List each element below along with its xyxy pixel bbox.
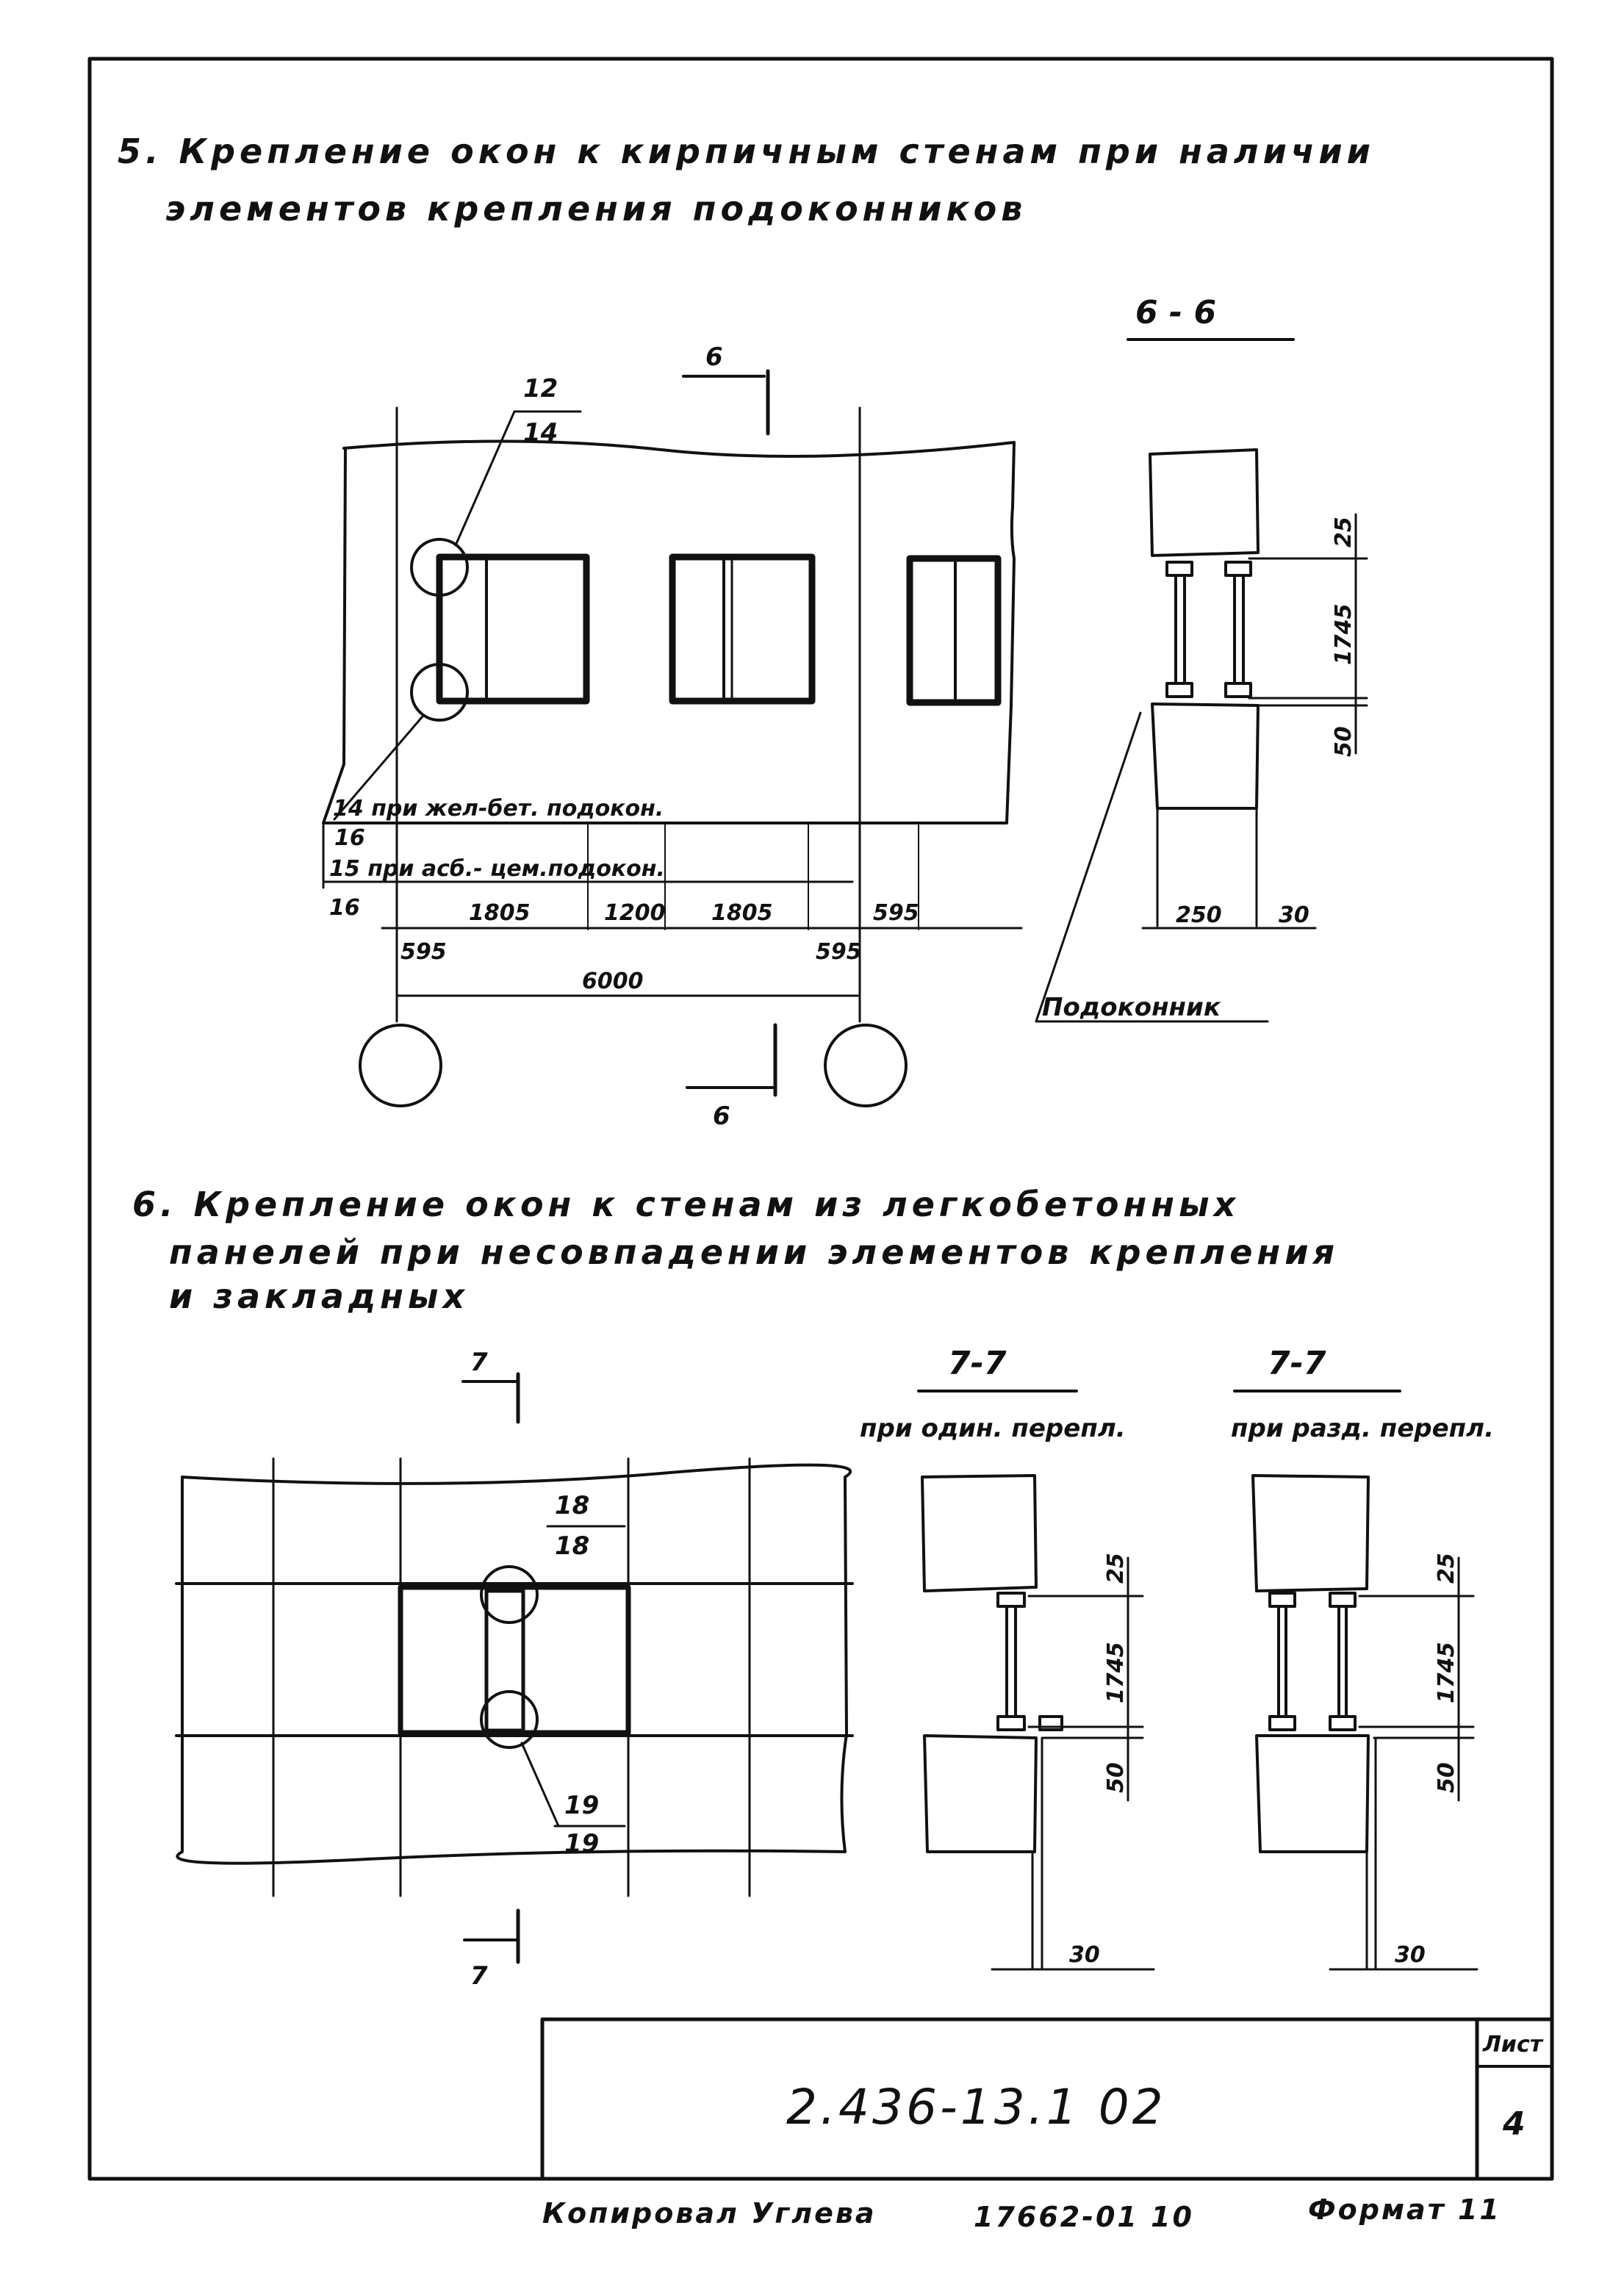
svg-text:7: 7 bbox=[470, 1348, 488, 1377]
callout-12: 12 bbox=[523, 374, 558, 403]
order-number: 17662-01 10 bbox=[974, 2201, 1194, 2233]
dimension-chain: 1805 1200 1805 595 595 595 6000 bbox=[381, 900, 1023, 997]
section6-title-line1: 6. Крепление окон к стенам из легкобетон… bbox=[132, 1185, 1240, 1224]
sec77a-dim-25: 25 bbox=[1103, 1553, 1129, 1584]
callout-19-bottom: 19 bbox=[564, 1829, 599, 1858]
section5-title-line1: 5. Крепление окон к кирпичным стенам при… bbox=[118, 132, 1375, 171]
sec66-dim-50: 50 bbox=[1331, 726, 1357, 757]
copied-by: Копировал Углева bbox=[542, 2197, 877, 2229]
title-block: 2.436-13.1 02 Лист 4 bbox=[540, 2017, 1554, 2181]
panel-wall-elevation: 18 18 19 19 bbox=[175, 1457, 854, 1897]
section-7-7-double: 7-7 при разд. перепл. 25 1745 50 30 bbox=[1231, 1345, 1494, 1971]
sheet-label: Лист bbox=[1482, 2032, 1544, 2058]
section-7-7-single: 7-7 при один. перепл. 25 1745 50 30 bbox=[860, 1345, 1155, 1971]
detail-circle-upper bbox=[410, 538, 469, 597]
axis-bubble-right bbox=[824, 1024, 908, 1107]
sec77b-dim-30: 30 bbox=[1395, 1942, 1426, 1968]
window-3 bbox=[906, 555, 1002, 706]
window-1 bbox=[436, 553, 590, 705]
section5-title-line2: элементов крепления подоконников bbox=[165, 189, 1027, 229]
sec77b-dim-50: 50 bbox=[1434, 1762, 1459, 1793]
dim-595-mid: 595 bbox=[816, 939, 862, 965]
sec66-dim-25: 25 bbox=[1331, 517, 1357, 547]
sec77a-dim-1745: 1745 bbox=[1103, 1642, 1129, 1704]
sec77a-subtitle: при один. перепл. bbox=[860, 1414, 1126, 1443]
cut-mark-6-bottom: 6 bbox=[686, 1023, 777, 1131]
section-5: 5. Крепление окон к кирпичным стенам при… bbox=[118, 132, 1375, 1131]
sec77a-dim-50: 50 bbox=[1103, 1762, 1129, 1793]
callout-18-top: 18 bbox=[555, 1491, 589, 1520]
callout-19-top: 19 bbox=[564, 1791, 599, 1820]
sec77a-title: 7-7 bbox=[948, 1345, 1007, 1382]
sec77b-dim-25: 25 bbox=[1434, 1553, 1459, 1584]
dim-595-right: 595 bbox=[873, 900, 919, 926]
dim-595-left: 595 bbox=[400, 939, 447, 965]
section6-title-line2: панелей при несовпадении элементов крепл… bbox=[169, 1232, 1339, 1272]
cut-mark-6-top: 6 bbox=[682, 342, 770, 436]
svg-text:6: 6 bbox=[713, 1102, 730, 1131]
note-mark-16a: 16 bbox=[334, 825, 365, 851]
sec66-dim-1745: 1745 bbox=[1331, 604, 1357, 666]
document-code: 2.436-13.1 02 bbox=[786, 2079, 1166, 2135]
callout-14: 14 bbox=[523, 418, 558, 448]
footer: Копировал Углева 17662-01 10 Формат 11 bbox=[542, 2193, 1501, 2233]
sec66-dim-250: 250 bbox=[1176, 902, 1222, 928]
axis-bubble-left bbox=[359, 1024, 442, 1107]
panel-window bbox=[398, 1584, 631, 1736]
callout-18-bottom: 18 bbox=[555, 1531, 589, 1561]
sec77b-dim-1745: 1745 bbox=[1434, 1642, 1459, 1704]
section-6-6-title: 6 - 6 bbox=[1135, 294, 1216, 331]
section-6-6: 6 - 6 25 1745 50 250 30 bbox=[1035, 294, 1368, 1023]
dim-1805-a: 1805 bbox=[469, 900, 531, 926]
detail-circle-18 bbox=[480, 1565, 539, 1624]
sill-label: Подоконник bbox=[1042, 993, 1221, 1022]
sec77a-dim-30: 30 bbox=[1069, 1942, 1100, 1968]
sheet-number: 4 bbox=[1502, 2105, 1526, 2143]
section6-title-line3: и закладных bbox=[169, 1276, 469, 1316]
sec77b-title: 7-7 bbox=[1268, 1345, 1326, 1382]
dim-1200: 1200 bbox=[604, 900, 666, 926]
dim-6000: 6000 bbox=[582, 969, 644, 994]
cut-mark-7-top: 7 bbox=[461, 1348, 520, 1424]
cut-mark-7-bottom: 7 bbox=[463, 1908, 520, 1991]
detail-circle-lower bbox=[410, 663, 469, 722]
note-mark-16b: 16 bbox=[329, 895, 360, 921]
section-6: 6. Крепление окон к стенам из легкобетон… bbox=[132, 1185, 1494, 1991]
dim-1805-b: 1805 bbox=[711, 900, 773, 926]
brick-wall-elevation: 12 14 bbox=[322, 374, 1016, 1023]
window-2 bbox=[669, 553, 816, 705]
sec66-dim-30: 30 bbox=[1279, 902, 1309, 928]
detail-circle-19 bbox=[480, 1690, 539, 1749]
note-row-1: 14 при жел-бет. подокон. bbox=[333, 796, 664, 822]
svg-text:7: 7 bbox=[470, 1961, 488, 1991]
format-label: Формат 11 bbox=[1308, 2193, 1501, 2226]
note-row-2: 15 при асб.- цем.подокон. bbox=[329, 856, 665, 882]
sec77b-subtitle: при разд. перепл. bbox=[1231, 1414, 1494, 1443]
sill-notes: 14 при жел-бет. подокон. 16 15 при асб.-… bbox=[322, 796, 854, 921]
svg-text:6: 6 bbox=[705, 342, 723, 372]
